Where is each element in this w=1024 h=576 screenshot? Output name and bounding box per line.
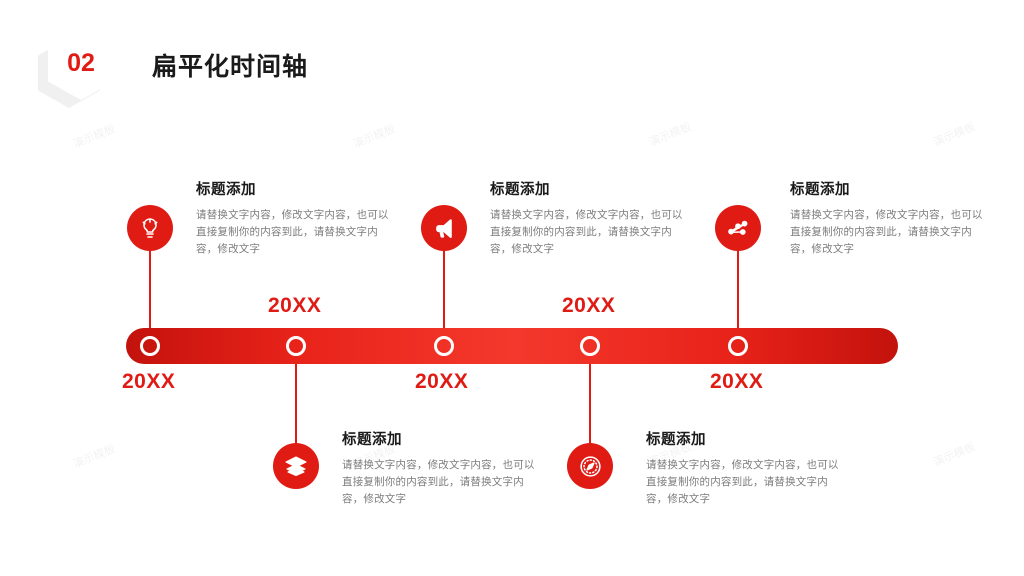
- year-label-1: 20XX: [122, 370, 176, 393]
- lightbulb-icon[interactable]: [127, 205, 173, 251]
- timeline-item-text-5: 标题添加 请替换文字内容，修改文字内容，也可以直接复制你的内容到此，请替换文字内…: [790, 178, 986, 258]
- megaphone-icon-glyph: [435, 218, 452, 238]
- compass-icon[interactable]: [567, 443, 613, 489]
- timeline-node-2[interactable]: [286, 336, 306, 356]
- watermark: 演示模板: [931, 441, 978, 469]
- timeline-item-text-4: 标题添加 请替换文字内容，修改文字内容，也可以直接复制你的内容到此，请替换文字内…: [646, 428, 842, 508]
- item-title-2: 标题添加: [342, 432, 402, 448]
- year-label-2: 20XX: [268, 294, 322, 317]
- network-icon-glyph: [728, 220, 748, 235]
- year-label-5: 20XX: [710, 370, 764, 393]
- watermark: 演示模板: [71, 123, 118, 151]
- layers-icon[interactable]: [273, 443, 319, 489]
- item-title-1: 标题添加: [196, 182, 256, 198]
- network-icon[interactable]: [715, 205, 761, 251]
- connector-line-3: [443, 240, 445, 336]
- page-title: 扁平化时间轴: [152, 53, 309, 81]
- item-body-3: 请替换文字内容，修改文字内容，也可以直接复制你的内容到此，请替换文字内容，修改文…: [490, 209, 683, 255]
- year-label-4: 20XX: [562, 294, 616, 317]
- timeline-node-1[interactable]: [140, 336, 160, 356]
- timeline-item-text-3: 标题添加 请替换文字内容，修改文字内容，也可以直接复制你的内容到此，请替换文字内…: [490, 178, 686, 258]
- year-label-3: 20XX: [415, 370, 469, 393]
- item-body-2: 请替换文字内容，修改文字内容，也可以直接复制你的内容到此，请替换文字内容，修改文…: [342, 459, 535, 505]
- item-body-4: 请替换文字内容，修改文字内容，也可以直接复制你的内容到此，请替换文字内容，修改文…: [646, 459, 839, 505]
- section-number: 02: [67, 48, 95, 77]
- watermark: 演示模板: [71, 443, 118, 471]
- connector-line-5: [737, 240, 739, 336]
- page-header: 02 扁平化时间轴: [0, 0, 1024, 110]
- item-body-1: 请替换文字内容，修改文字内容，也可以直接复制你的内容到此，请替换文字内容，修改文…: [196, 209, 389, 255]
- timeline-node-3[interactable]: [434, 336, 454, 356]
- watermark: 演示模板: [647, 121, 694, 149]
- timeline-item-text-2: 标题添加 请替换文字内容，修改文字内容，也可以直接复制你的内容到此，请替换文字内…: [342, 428, 538, 508]
- item-body-5: 请替换文字内容，修改文字内容，也可以直接复制你的内容到此，请替换文字内容，修改文…: [790, 209, 983, 255]
- timeline-item-text-1: 标题添加 请替换文字内容，修改文字内容，也可以直接复制你的内容到此，请替换文字内…: [196, 178, 392, 258]
- connector-line-2: [295, 356, 297, 456]
- connector-line-4: [589, 356, 591, 454]
- watermark: 演示模板: [931, 121, 978, 149]
- compass-icon-glyph: [579, 455, 601, 477]
- timeline-bar: [126, 328, 898, 364]
- lightbulb-icon-glyph: [142, 218, 158, 238]
- timeline-node-5[interactable]: [728, 336, 748, 356]
- item-title-4: 标题添加: [646, 432, 706, 448]
- connector-line-1: [149, 240, 151, 336]
- item-title-3: 标题添加: [490, 182, 550, 198]
- timeline-node-4[interactable]: [580, 336, 600, 356]
- megaphone-icon[interactable]: [421, 205, 467, 251]
- layers-icon-glyph: [285, 456, 307, 477]
- watermark: 演示模板: [351, 123, 398, 151]
- item-title-5: 标题添加: [790, 182, 850, 198]
